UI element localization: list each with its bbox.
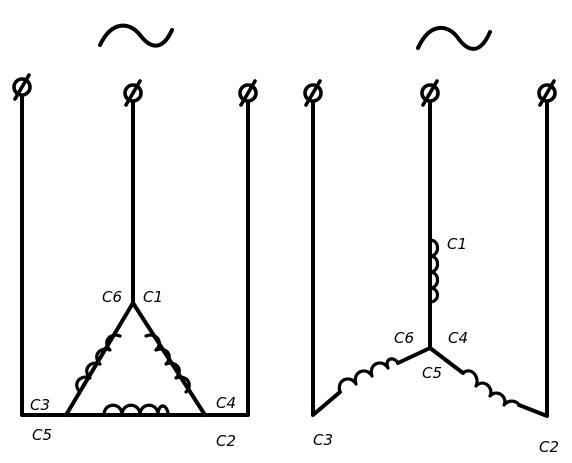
star-winding-top — [428, 238, 440, 304]
delta-triangle-left-side — [64, 301, 135, 417]
star-label-c2: C2 — [539, 438, 559, 456]
star-label-c6: C6 — [394, 329, 414, 347]
delta-label-c2: C2 — [216, 432, 236, 450]
star-label-c3: C3 — [313, 431, 333, 449]
star-wire-right — [517, 100, 549, 418]
star-label-c4: C4 — [448, 329, 468, 347]
delta-label-c4: C4 — [216, 394, 236, 412]
delta-winding-left — [75, 333, 122, 394]
star-winding-left — [337, 357, 400, 394]
star-winding-right — [461, 369, 521, 407]
delta-ac-symbol — [98, 23, 174, 48]
star-wire-left — [311, 100, 342, 417]
delta-wire-right — [203, 100, 250, 417]
star-label-c5: C5 — [422, 364, 442, 382]
star-branch-left — [396, 346, 432, 365]
delta-label-c5: C5 — [32, 426, 52, 444]
star-ac-symbol — [416, 26, 492, 51]
star-label-c1: C1 — [447, 235, 467, 253]
delta-wire-left — [20, 94, 68, 417]
star-connection: C1 C6 C4 C5 C3 C2 — [303, 26, 559, 456]
delta-label-c6: C6 — [102, 288, 122, 306]
delta-connection: C6 C1 C3 C4 C5 C2 — [12, 23, 258, 450]
star-branch-right — [428, 346, 465, 375]
delta-winding-bottom — [102, 403, 170, 417]
delta-label-c1: C1 — [143, 288, 163, 306]
delta-label-c3: C3 — [30, 396, 50, 414]
delta-winding-right — [144, 333, 191, 394]
